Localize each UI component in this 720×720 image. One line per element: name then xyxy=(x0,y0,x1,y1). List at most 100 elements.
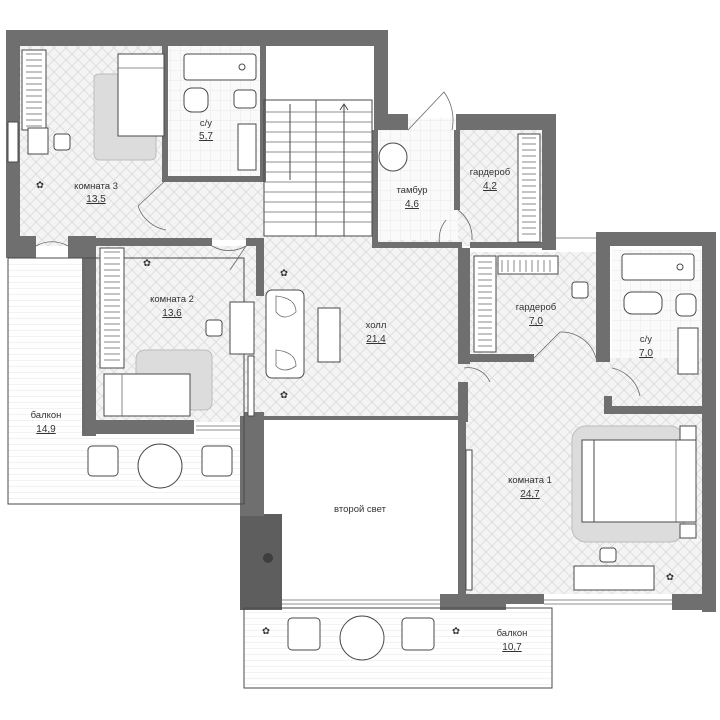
wardrobe-hangers xyxy=(478,260,551,347)
wall xyxy=(456,114,556,130)
wall xyxy=(604,396,612,414)
bath-right-fixtures xyxy=(611,253,699,397)
wardrobe-mid-fixtures xyxy=(473,255,589,353)
shower-tray xyxy=(677,327,699,375)
nightstand xyxy=(679,425,697,441)
room3-area: 13,5 xyxy=(86,194,106,205)
wall xyxy=(458,354,534,362)
armchair xyxy=(401,617,435,651)
door-swing xyxy=(211,245,247,271)
wall xyxy=(240,514,282,610)
shower-tray xyxy=(237,123,257,171)
wall xyxy=(458,382,468,422)
stair-well xyxy=(264,46,374,236)
wall xyxy=(262,416,462,420)
wardrobe-mid-area: 7,0 xyxy=(529,316,543,327)
room3-furniture: ✿ xyxy=(21,49,165,191)
armchair xyxy=(87,445,119,477)
wardrobe xyxy=(517,133,541,243)
plant-icon: ✿ xyxy=(262,626,270,637)
wall xyxy=(374,30,388,130)
balcony-left-furniture xyxy=(87,443,233,489)
desk xyxy=(229,301,255,355)
round-table xyxy=(378,142,408,172)
cabinet xyxy=(247,355,255,417)
room2-area: 13,6 xyxy=(162,308,182,319)
stair-outline xyxy=(263,99,373,237)
staircase xyxy=(263,99,373,237)
bathtub xyxy=(621,253,695,281)
plant-icon: ✿ xyxy=(666,572,674,583)
hall-furniture: ✿ ✿ xyxy=(247,268,341,417)
wardrobe-top-area: 4,2 xyxy=(483,181,497,192)
chair xyxy=(599,547,617,563)
balcony-bottom-furniture: ✿ ✿ xyxy=(262,615,460,661)
chair xyxy=(53,133,71,151)
door-swing xyxy=(611,367,641,397)
wardrobe xyxy=(99,247,125,369)
wall xyxy=(458,416,466,594)
toilet xyxy=(183,87,209,113)
room1-furniture: ✿ xyxy=(571,425,697,591)
door-swing xyxy=(438,219,447,247)
plant-icon: ✿ xyxy=(280,268,288,279)
bed xyxy=(117,53,165,137)
wall xyxy=(440,594,506,610)
column-marker xyxy=(263,553,273,563)
room3-label: комната 3 xyxy=(74,181,118,192)
wall xyxy=(246,238,264,246)
round-table xyxy=(137,443,183,489)
bath-top-label: с/у xyxy=(200,118,212,129)
wall xyxy=(372,242,462,248)
railings xyxy=(7,121,672,689)
sink xyxy=(623,291,663,315)
room-labels: комната 3 13,5 с/у 5,7 тамбур 4,6 гардер… xyxy=(31,118,654,653)
wardrobe-hangers xyxy=(104,251,120,361)
chair xyxy=(571,281,589,299)
wall xyxy=(470,242,556,248)
sink xyxy=(233,89,257,109)
bathtub xyxy=(183,53,257,81)
nightstand xyxy=(679,523,697,539)
wardrobe-top-label: гардероб xyxy=(470,167,511,178)
bath-right-area: 7,0 xyxy=(639,348,653,359)
sofa xyxy=(265,289,305,379)
second-light-label: второй свет xyxy=(334,504,387,515)
wall xyxy=(454,130,460,210)
door-swing xyxy=(137,179,167,231)
wall xyxy=(256,238,264,296)
coffee-table xyxy=(317,307,341,363)
plant-icon: ✿ xyxy=(452,626,460,637)
vestibule-floor xyxy=(374,118,458,246)
bed xyxy=(103,373,191,417)
plant-icon: ✿ xyxy=(36,180,44,191)
chair xyxy=(205,319,223,337)
plant-icon: ✿ xyxy=(143,258,151,269)
wall xyxy=(374,114,408,130)
bathtub-drain xyxy=(676,263,684,271)
vestibule-fixtures xyxy=(378,91,541,243)
wall xyxy=(458,248,470,364)
wall xyxy=(260,46,266,182)
desk xyxy=(27,127,49,155)
door-swing xyxy=(533,331,597,359)
vestibule-label: тамбур xyxy=(396,185,427,196)
wall xyxy=(162,46,168,180)
balcony-left-area: 14,9 xyxy=(36,424,56,435)
round-table xyxy=(339,615,385,661)
wall xyxy=(82,236,96,436)
window-frame xyxy=(7,121,19,163)
plant-icon: ✿ xyxy=(280,390,288,401)
balcony-left-rail xyxy=(7,257,245,505)
wall xyxy=(6,30,388,46)
wall xyxy=(82,420,194,434)
bathtub-drain xyxy=(238,63,246,71)
vestibule-area: 4,6 xyxy=(405,199,419,210)
balcony-bottom-label: балкон xyxy=(497,628,528,639)
desk xyxy=(573,565,655,591)
balcony-bottom-rail xyxy=(243,607,553,689)
wall xyxy=(596,232,716,246)
wall xyxy=(6,236,36,258)
headboard xyxy=(581,439,595,523)
wall xyxy=(608,406,716,414)
